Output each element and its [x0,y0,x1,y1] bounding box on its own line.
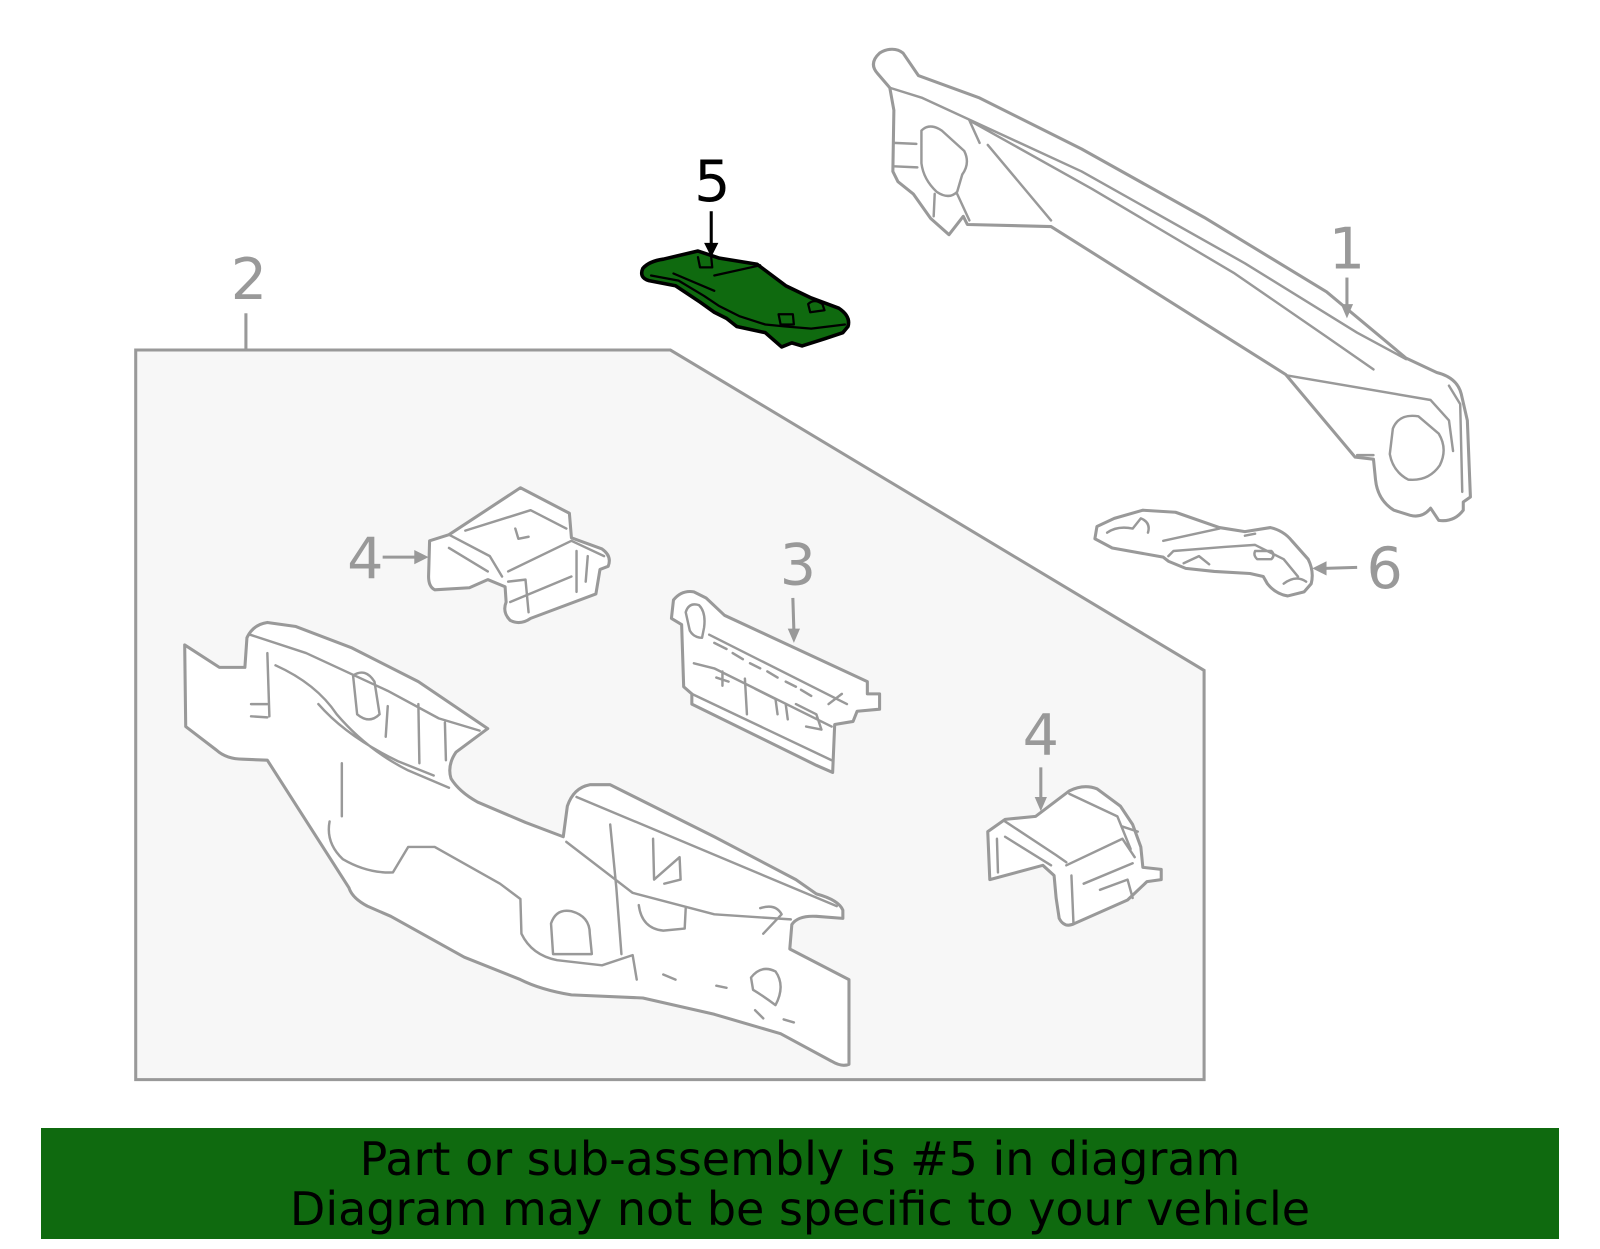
callout-3-arrow-line [791,597,796,631]
part-5-outline [639,249,851,349]
callout-1-number: 1 [1329,216,1365,282]
callout-6-arrow-line [1324,565,1358,570]
info-banner: Part or sub-assembly is #5 in diagram Di… [41,1128,1559,1239]
callout-5: 5 [694,149,730,258]
part-6 [1093,508,1314,598]
callout-4-right: 4 [1023,703,1059,812]
callout-3-arrowhead [787,628,800,643]
part-4-right-outline [986,785,1163,927]
callout-4-left: 4 [347,527,429,593]
part-2 [183,620,851,1067]
callout-5-arrowhead [704,242,719,258]
part-4-right [986,785,1163,927]
callout-2: 2 [231,247,267,351]
part-4-left-details [447,508,606,614]
part-3 [669,589,882,774]
callout-4-left-arrowhead [414,550,429,565]
callout-4-right-arrowhead [1034,796,1047,812]
part-2-details [248,633,838,1024]
callout-4-left-number: 4 [347,527,383,593]
part-4-left-outline [427,486,611,625]
part-1-details [888,86,1464,494]
callout-3: 3 [780,533,816,643]
part-6-details [1105,517,1308,585]
part-3-outline [669,589,882,774]
callout-3-number: 3 [780,533,816,599]
callout-5-number: 5 [694,149,730,215]
part-3-details [684,603,849,762]
part-4-right-details [995,792,1139,925]
callout-6-number: 6 [1367,536,1403,602]
callout-1: 1 [1329,216,1365,319]
part-6-outline [1093,508,1314,598]
callout-2-number: 2 [231,247,267,313]
part-5-highlighted [639,249,851,349]
callout-1-arrowhead [1340,304,1354,319]
callout-4-right-number: 4 [1023,703,1059,769]
callout-6-arrowhead [1312,561,1327,576]
callout-6: 6 [1312,536,1403,602]
banner-line-2: Diagram may not be specific to your vehi… [289,1181,1311,1236]
part-4-left [427,486,611,625]
part-1 [871,47,1472,523]
banner-line-1: Part or sub-assembly is #5 in diagram [359,1131,1241,1186]
part-1-outline [871,47,1472,523]
part-5-details [649,256,847,330]
